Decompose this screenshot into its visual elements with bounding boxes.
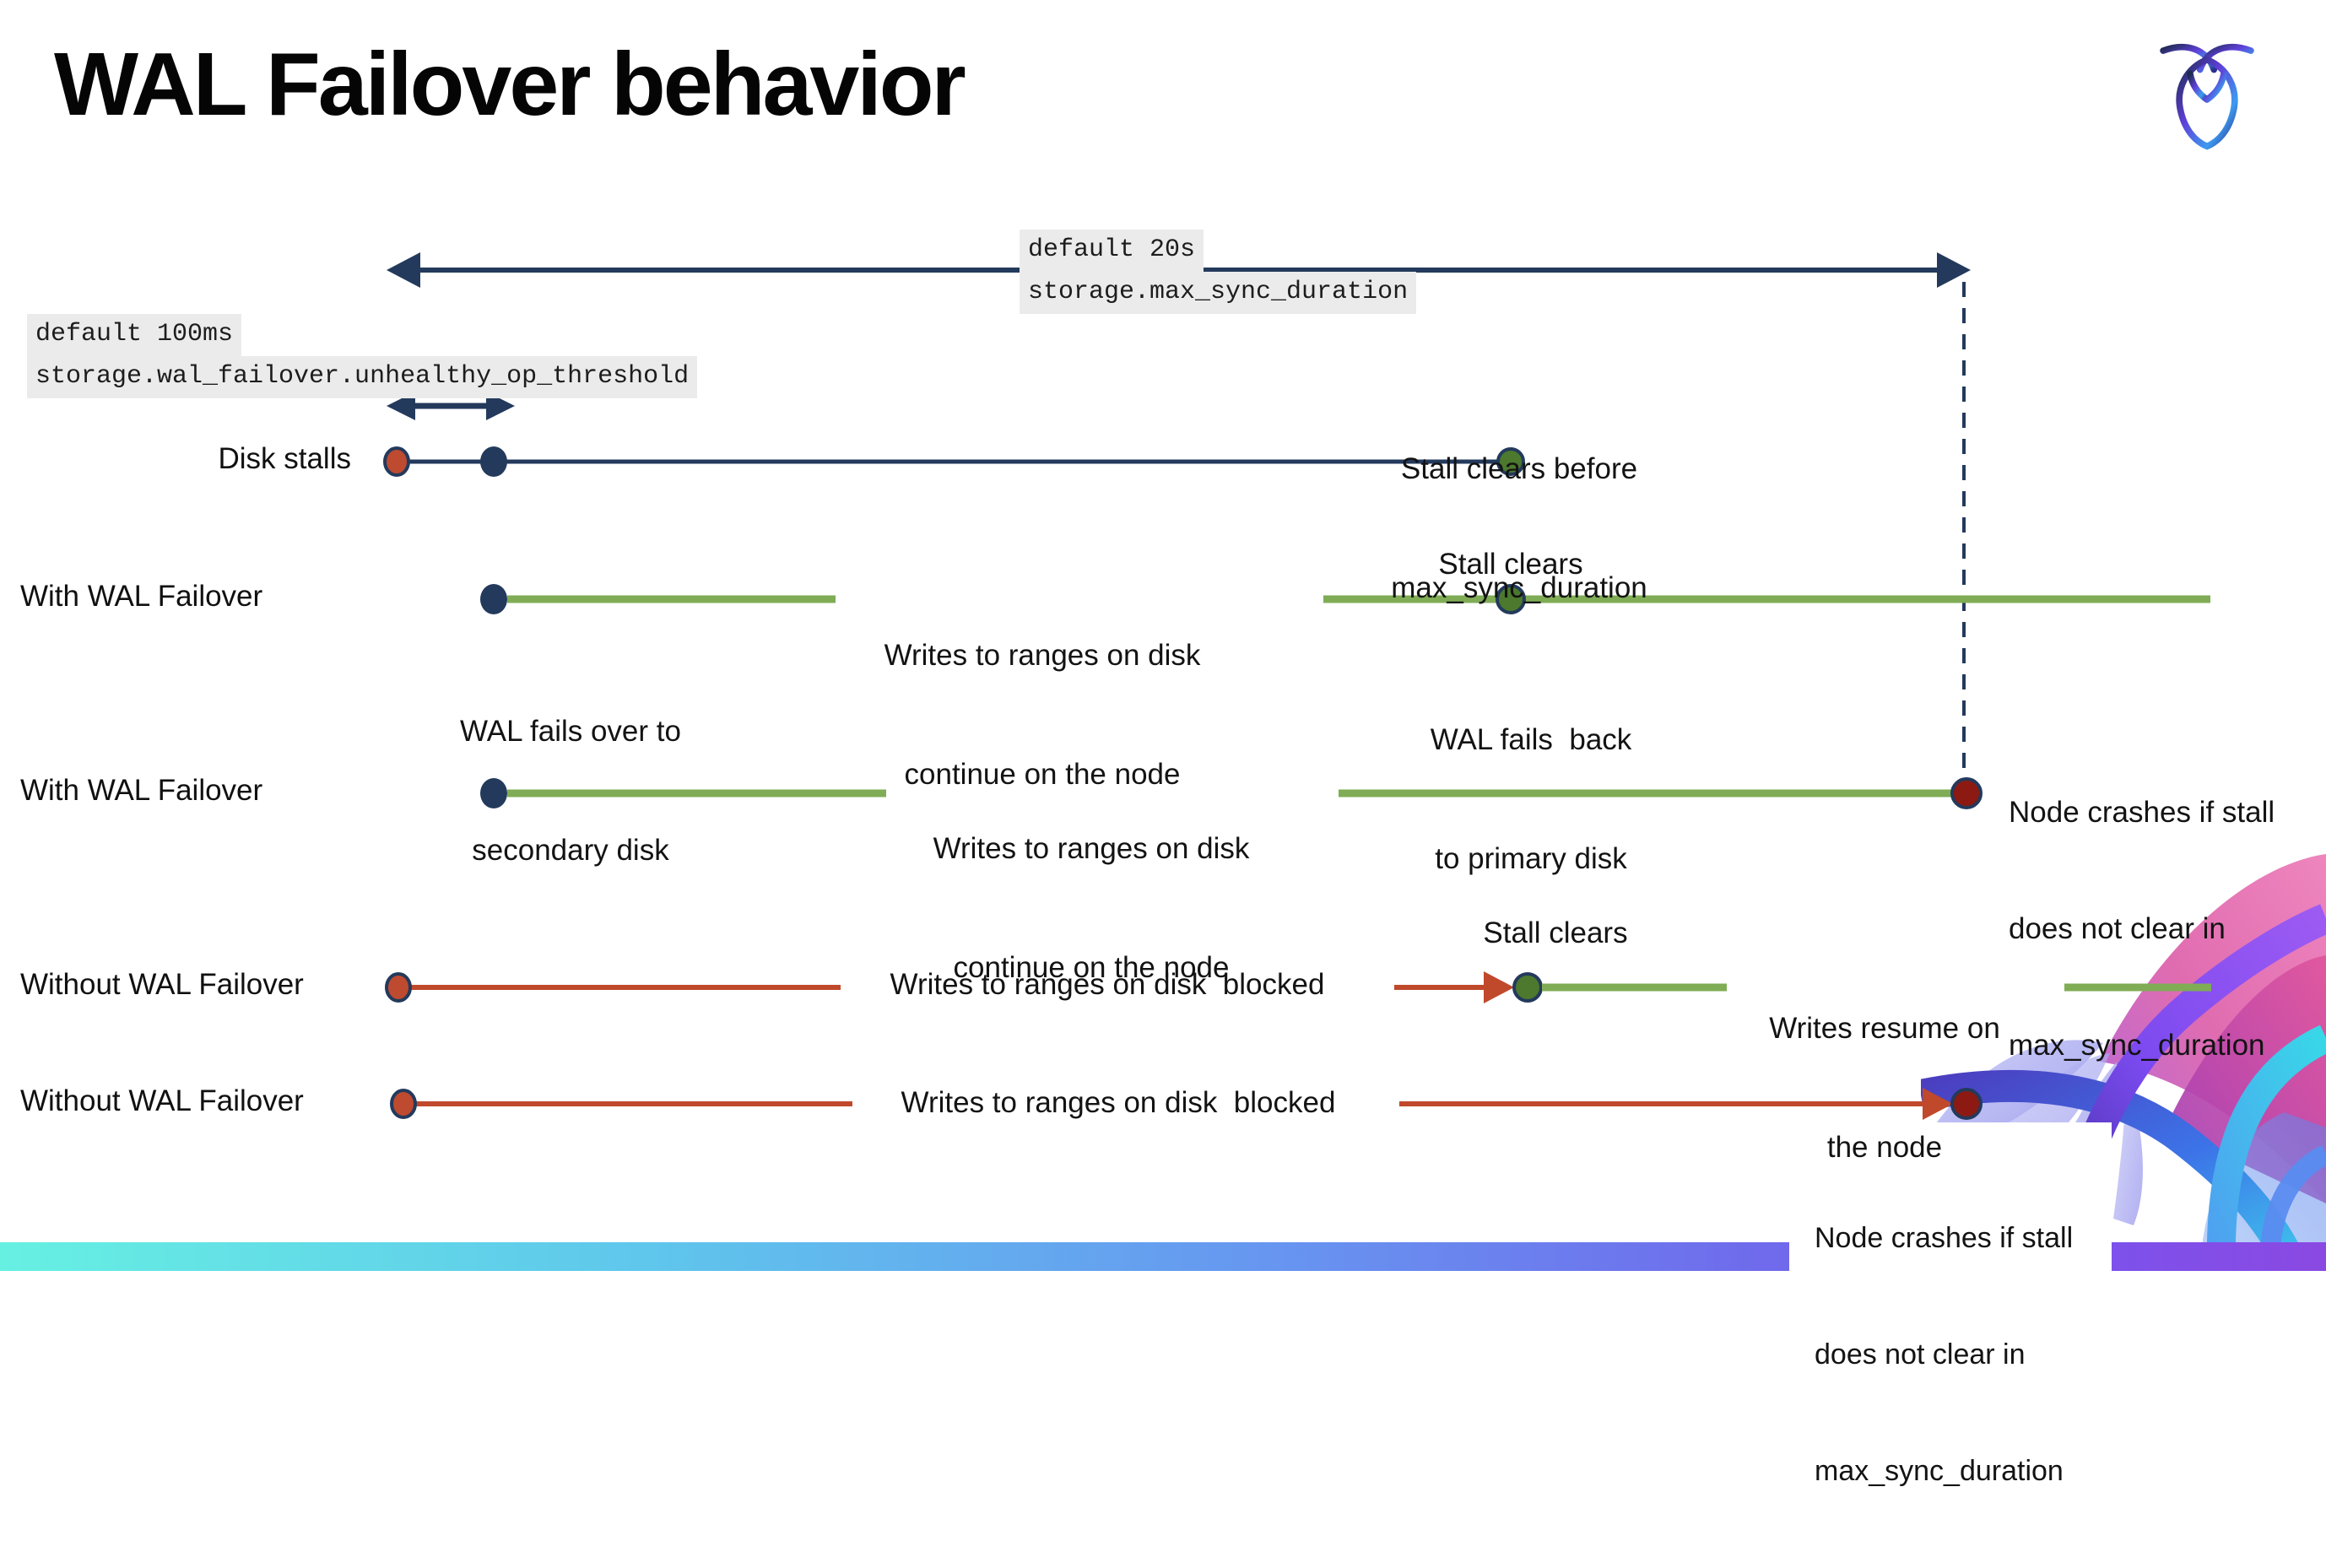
arrowhead-right — [1937, 252, 1971, 288]
unhealthy-op-threshold-arrow — [387, 392, 515, 420]
setting-unhealthy-op-threshold: default 100ms storage.wal_failover.unhea… — [27, 314, 698, 398]
note-line: does not clear in — [2009, 912, 2226, 945]
art-blue-band — [1921, 1069, 2309, 1271]
red-arrowhead — [1923, 1088, 1953, 1120]
note-line: continue on the node — [904, 758, 1181, 791]
red-arrowhead — [1484, 971, 1514, 1003]
row-label-without-wal-failover-1: Without WAL Failover — [20, 968, 304, 1001]
note-line: the node — [1826, 1131, 1943, 1164]
row-with-failover-2-timeline — [480, 777, 1983, 809]
failover-dot — [480, 584, 507, 614]
note-line: Node crashes if stall — [2009, 796, 2275, 829]
stall-clears-dot — [1512, 972, 1543, 1003]
setting-default-value: default 20s — [1020, 230, 1204, 272]
stall-clears-dot — [1496, 584, 1526, 614]
row-without-failover-1-timeline — [385, 971, 2211, 1003]
failover-dot — [480, 778, 507, 808]
node-crash-dot — [1950, 1088, 1983, 1120]
body-y-left — [2187, 70, 2210, 103]
note-stall-clears-row4: Stall clears — [1483, 916, 1628, 949]
row-label-disk-stalls: Disk stalls — [218, 442, 351, 475]
row-label-without-wal-failover-2: Without WAL Failover — [20, 1084, 304, 1117]
note-writes-continue-row2: Writes to ranges on disk continue on the… — [884, 556, 1201, 834]
timeline-diagram — [383, 252, 2211, 1120]
slide: { "slide": { "title": "WAL Failover beha… — [0, 35, 2326, 1487]
row-with-failover-1-timeline — [480, 584, 2210, 614]
note-line: Writes to ranges on disk — [933, 832, 1250, 865]
arrowhead-left — [387, 392, 415, 420]
setting-name: storage.max_sync_duration — [1020, 272, 1417, 314]
row-without-failover-2-timeline — [390, 1088, 1983, 1120]
note-line: to primary disk — [1435, 842, 1627, 875]
art-cyan-arc — [2206, 1025, 2326, 1271]
note-line: does not clear in — [1815, 1338, 2026, 1371]
note-line: continue on the node — [953, 951, 1230, 984]
setting-name: storage.wal_failover.unhealthy_op_thresh… — [27, 356, 698, 398]
note-line: Stall clears before — [1400, 452, 1638, 485]
note-stall-clears-row2: Stall clears — [1438, 548, 1583, 581]
note-wal-fails-back: WAL fails back to primary disk — [1431, 641, 1632, 918]
note-writes-blocked-row4: Writes to ranges on disk blocked — [890, 968, 1325, 1001]
stall-start-dot — [383, 446, 410, 477]
row-label-with-wal-failover-1: With WAL Failover — [20, 580, 263, 613]
setting-default-value: default 100ms — [27, 314, 242, 356]
note-node-crashes-row3: Node crashes if stall does not clear in … — [2009, 716, 2275, 1104]
row-disk-stalls-timeline — [383, 446, 1525, 477]
note-writes-blocked-row5: Writes to ranges on disk blocked — [901, 1086, 1336, 1119]
setting-max-sync-duration: default 20s storage.max_sync_duration — [1020, 230, 1417, 314]
stall-start-dot — [385, 972, 412, 1003]
stall-clears-dot — [1496, 447, 1525, 476]
note-line: Node crashes if stall — [1815, 1222, 2074, 1254]
node-crash-dot — [1950, 777, 1983, 809]
note-line: max_sync_duration — [1391, 571, 1647, 604]
body-y-right — [2204, 70, 2227, 103]
cockroachdb-logo-icon — [2160, 44, 2254, 150]
note-line: max_sync_duration — [1815, 1455, 2064, 1487]
row-label-with-wal-failover-2: With WAL Failover — [20, 774, 263, 807]
note-writes-resume: Writes resume on the node — [1769, 929, 2000, 1207]
arrowhead-left — [387, 252, 420, 288]
note-writes-continue-row3: Writes to ranges on disk continue on the… — [933, 749, 1250, 1027]
stall-start-dot — [390, 1089, 417, 1119]
note-line: secondary disk — [472, 834, 669, 867]
failover-trigger-dot — [480, 446, 507, 477]
note-line: WAL fails over to — [460, 715, 681, 748]
arrowhead-right — [486, 392, 515, 420]
note-stall-clears-before-max-sync: Stall clears before max_sync_duration — [1391, 370, 1647, 647]
note-line: Writes resume on — [1769, 1012, 2000, 1045]
note-line: WAL fails back — [1430, 723, 1632, 756]
note-line: Writes to ranges on disk — [884, 639, 1201, 672]
note-wal-fails-over: WAL fails over to secondary disk — [460, 632, 681, 910]
note-line: max_sync_duration — [2009, 1029, 2265, 1062]
page-title: WAL Failover behavior — [54, 35, 966, 134]
